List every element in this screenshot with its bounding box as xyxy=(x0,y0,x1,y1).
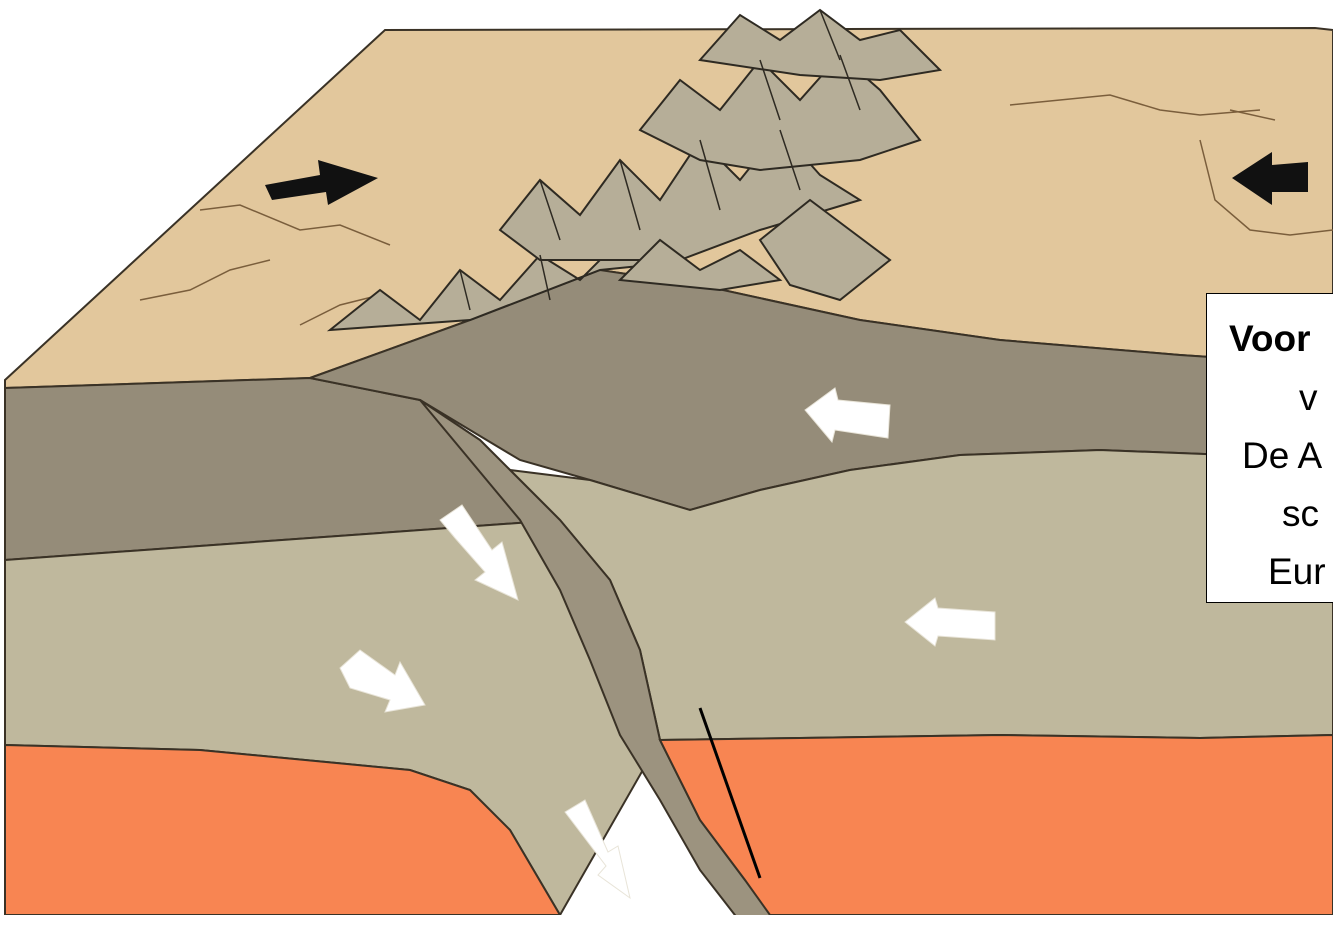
callout-line-2: De A xyxy=(1242,437,1322,474)
info-callout: Voor v De A sc Eur xyxy=(1206,293,1333,603)
callout-title: Voor xyxy=(1229,320,1311,357)
callout-line-4: Eur xyxy=(1268,553,1326,590)
mantle-right xyxy=(660,735,1333,915)
callout-line-1: v xyxy=(1299,379,1318,416)
callout-line-3: sc xyxy=(1282,495,1319,532)
